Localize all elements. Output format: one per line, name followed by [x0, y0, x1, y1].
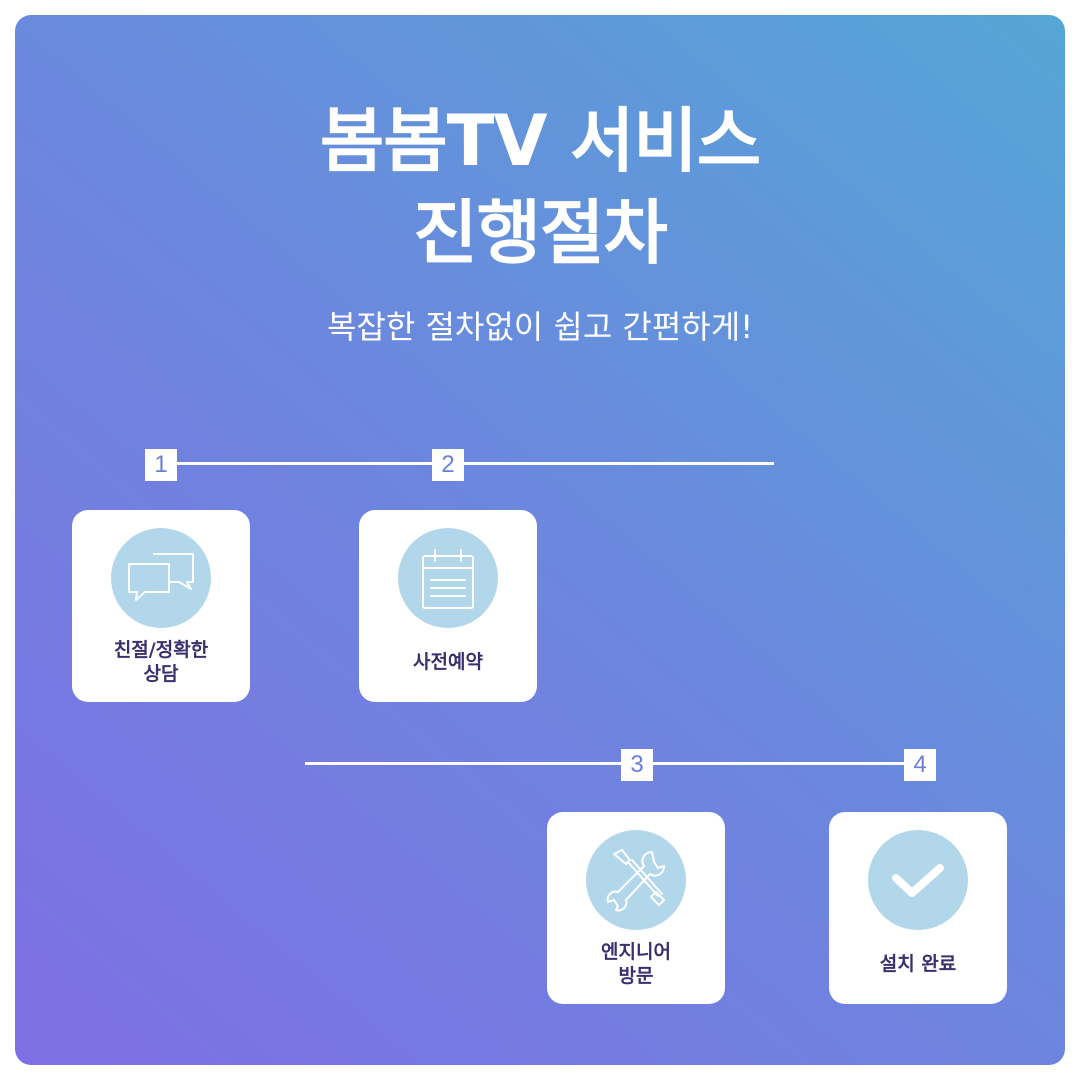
page-subtitle: 복잡한 절차없이 쉽고 간편하게!	[326, 308, 754, 346]
step-label-reservation: 사전예약	[413, 651, 483, 673]
step-label-consultation: 친절/정확한 상담	[113, 639, 209, 685]
step-card-installation-complete: 설치 완료	[829, 812, 1007, 1004]
timeline-line-bottom	[305, 762, 920, 765]
step-card-engineer-visit: 엔지니어 방문	[547, 812, 725, 1004]
timeline-line-top	[160, 462, 774, 465]
step-card-reservation: 사전예약	[359, 510, 537, 702]
step-label-installation-complete: 설치 완료	[879, 953, 957, 975]
step-card-consultation: 친절/정확한 상담	[72, 510, 250, 702]
page-title-line-2: 진행절차	[413, 192, 668, 274]
step-number-1: 1	[145, 449, 177, 481]
icon-circle	[868, 830, 968, 930]
step-label-engineer-visit: 엔지니어 방문	[601, 941, 671, 987]
page-title: 봄봄TV 서비스 진행절차	[15, 95, 1065, 279]
calendar-icon	[422, 549, 474, 609]
background-panel: 봄봄TV 서비스 진행절차 복잡한 절차없이 쉽고 간편하게! 1 2 친절/정…	[15, 15, 1065, 1065]
chat-bubbles-icon	[128, 553, 194, 601]
step-number-3: 3	[621, 749, 653, 781]
tools-icon	[606, 849, 665, 912]
icon-circle	[111, 528, 211, 628]
icon-circle	[398, 528, 498, 628]
page-title-line-1: 봄봄TV 서비스	[319, 100, 761, 182]
step-number-2: 2	[432, 449, 464, 481]
checkmark-icon	[892, 864, 944, 897]
step-number-4: 4	[904, 749, 936, 781]
icon-circle	[586, 830, 686, 930]
